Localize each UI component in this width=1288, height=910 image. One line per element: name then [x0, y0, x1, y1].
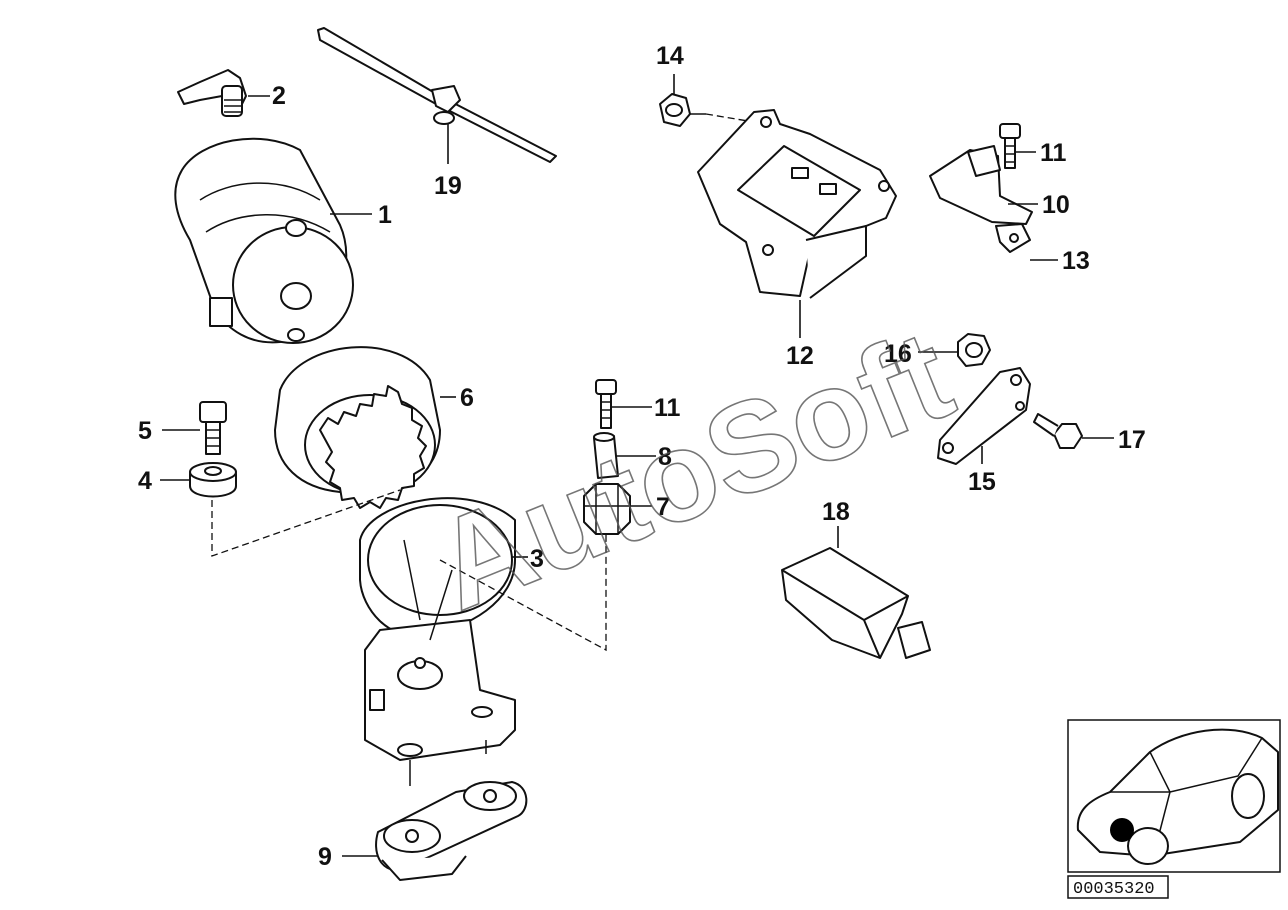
part-14-bolt[interactable] — [659, 93, 706, 127]
callout-13[interactable]: 13 — [1062, 247, 1090, 275]
part-19-cable-strip[interactable] — [317, 27, 557, 163]
part-8-sleeve[interactable] — [593, 432, 619, 479]
part-13-clip-nut[interactable] — [995, 223, 1031, 253]
part-6-gear-ring[interactable] — [274, 346, 441, 509]
reference-number-box: 00035320 — [1067, 875, 1169, 899]
part-10-sensor[interactable] — [929, 145, 1033, 225]
part-7-grommet[interactable] — [583, 483, 631, 535]
callout-7[interactable]: 7 — [656, 493, 670, 521]
callout-5[interactable]: 5 — [138, 417, 152, 445]
part-12-mounting-bracket[interactable] — [697, 109, 897, 299]
assembly-line-4 — [211, 489, 401, 557]
assembly-line-3 — [439, 530, 607, 652]
part-17-screw[interactable] — [1033, 413, 1083, 449]
callout-9[interactable]: 9 — [318, 843, 332, 871]
part-5-bolt[interactable] — [199, 401, 227, 455]
part-18-control-unit[interactable] — [781, 547, 931, 659]
part-11-screw-lower[interactable] — [595, 379, 617, 429]
callout-8[interactable]: 8 — [658, 443, 672, 471]
callout-14[interactable]: 14 — [656, 42, 684, 70]
part-1-motor-housing[interactable] — [174, 137, 354, 344]
callout-12[interactable]: 12 — [786, 342, 814, 370]
reference-number: 00035320 — [1073, 880, 1155, 899]
part-2-elbow-connector[interactable] — [177, 69, 247, 117]
vehicle-locator-inset — [1067, 719, 1281, 873]
part-15-plate-bracket[interactable] — [937, 367, 1031, 465]
callout-1[interactable]: 1 — [378, 201, 392, 229]
callout-17[interactable]: 17 — [1118, 426, 1146, 454]
callout-16[interactable]: 16 — [884, 340, 912, 368]
part-9-damper-plate[interactable] — [375, 781, 528, 881]
part-4-rubber-mount[interactable] — [189, 462, 237, 498]
part-11-screw-upper[interactable] — [999, 123, 1021, 169]
callout-15[interactable]: 15 — [968, 468, 996, 496]
callout-4[interactable]: 4 — [138, 467, 152, 495]
callout-3[interactable]: 3 — [530, 545, 544, 573]
callout-19[interactable]: 19 — [434, 172, 462, 200]
callout-18[interactable]: 18 — [822, 498, 850, 526]
location-marker — [1110, 818, 1134, 842]
callout-11-lower[interactable]: 11 — [654, 394, 681, 422]
callout-6[interactable]: 6 — [460, 384, 474, 412]
callout-2[interactable]: 2 — [272, 82, 286, 110]
part-16-hex-nut[interactable] — [957, 333, 991, 367]
callout-10[interactable]: 10 — [1042, 191, 1070, 219]
callout-11-upper[interactable]: 11 — [1040, 139, 1067, 167]
